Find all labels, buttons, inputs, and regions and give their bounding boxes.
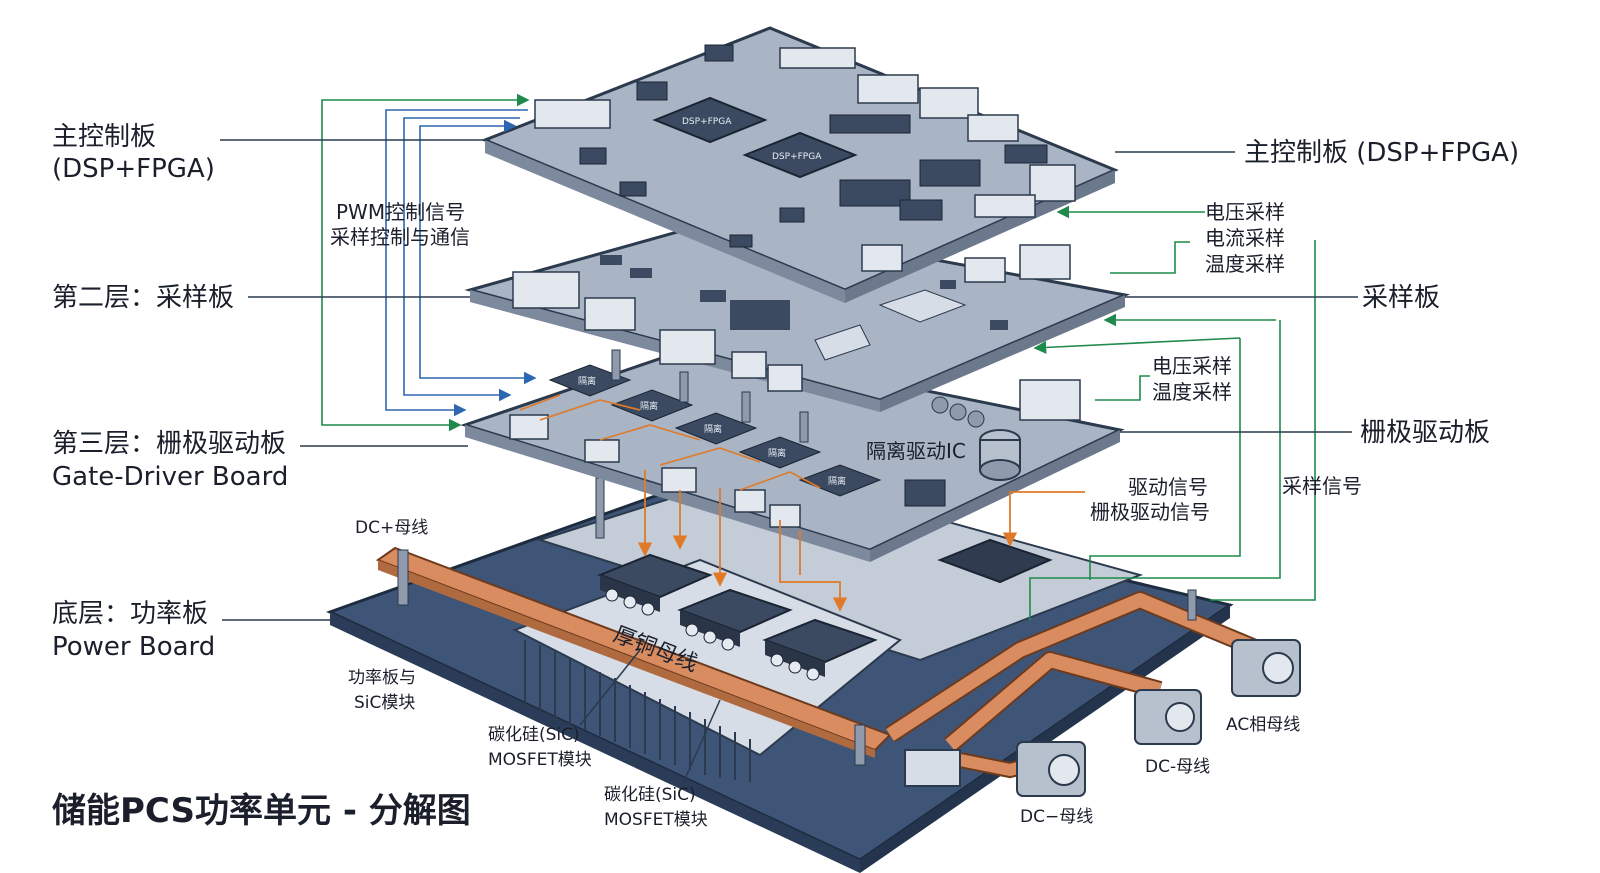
- page-title: 储能PCS功率单元 - 分解图: [52, 791, 471, 831]
- label-pwm-sub: 采样控制与通信: [330, 225, 470, 249]
- label-dc-minus-a: DC-母线: [1145, 757, 1210, 777]
- label-right-gate: 栅极驱动板: [1360, 418, 1490, 448]
- sic-module-2: [677, 588, 793, 651]
- label-drive-signal: 驱动信号: [1128, 475, 1208, 499]
- label-sampling-signal: 采样信号: [1282, 474, 1362, 498]
- label-dc-plus: DC+母线: [355, 518, 428, 538]
- label-layer3-sub: Gate-Driver Board: [52, 462, 288, 492]
- fpga-chip-1: DSP+FPGA: [652, 96, 768, 144]
- label-main-board: 主控制板: [52, 122, 156, 152]
- label-power-sic: 功率板与: [348, 668, 416, 688]
- label-sic-mosfet-a-sub: MOSFET模块: [488, 750, 592, 770]
- sampling-signal-lines: [1029, 205, 1316, 620]
- label-layer3: 第三层：栅极驱动板: [52, 429, 286, 459]
- label-power-sic-sub: SiC模块: [354, 693, 415, 713]
- ac-terminal: [1231, 639, 1301, 697]
- pwm-signal-lines: [321, 93, 537, 432]
- chip-label-driver: 隔离: [640, 400, 658, 412]
- chip-label-fpga: DSP+FPGA: [682, 117, 732, 127]
- label-layer2: 第二层：采样板: [52, 283, 234, 313]
- label-ac-bus: AC相母线: [1226, 715, 1300, 735]
- fpga-chip-2: DSP+FPGA: [742, 131, 858, 179]
- label-sic-mosfet-b: 碳化硅(SiC): [604, 785, 696, 805]
- label-voltage-sample-2: 电压采样: [1152, 354, 1232, 378]
- label-sic-mosfet-a: 碳化硅(SiC): [488, 725, 580, 745]
- main-control-board: DSP+FPGA DSP+FPGA: [481, 26, 1119, 303]
- label-main-board-sub: (DSP+FPGA): [52, 154, 215, 184]
- capacitors: [931, 396, 1021, 481]
- power-board: [326, 468, 1301, 873]
- label-temp-sample-2: 温度采样: [1152, 380, 1232, 404]
- dc-minus-terminal-1: [1134, 689, 1202, 745]
- chip-label-fpga: DSP+FPGA: [772, 152, 822, 162]
- drive-signal-lines: [637, 470, 1085, 612]
- leader-lines: [220, 139, 1358, 791]
- sic-module-1: [597, 553, 713, 616]
- chip-label-driver: 隔离: [768, 447, 786, 459]
- label-pwm: PWM控制信号: [336, 200, 465, 224]
- gate-driver-board: 隔离 隔离 隔离 隔离 隔离: [460, 343, 1125, 562]
- label-sic-mosfet-b-sub: MOSFET模块: [604, 810, 708, 830]
- label-right-main-board: 主控制板 (DSP+FPGA): [1244, 138, 1519, 168]
- chip-label-driver: 隔离: [578, 375, 596, 387]
- sic-module-3: [762, 618, 878, 681]
- label-bottom: 底层：功率板: [52, 599, 208, 629]
- sampling-board: [464, 218, 1131, 443]
- label-gate-drive-signal: 栅极驱动信号: [1090, 500, 1210, 524]
- label-bottom-sub: Power Board: [52, 632, 215, 662]
- chip-label-driver: 隔离: [704, 423, 722, 435]
- chip-label-driver: 隔离: [828, 475, 846, 487]
- dc-minus-terminal-2: [1016, 741, 1086, 797]
- label-dc-minus-b: DC−母线: [1020, 807, 1093, 827]
- driver-ic-group: 隔离 隔离 隔离 隔离 隔离: [548, 364, 882, 497]
- label-right-sampling: 采样板: [1362, 283, 1440, 313]
- label-voltage-sample: 电压采样: [1205, 200, 1285, 224]
- label-current-sample: 电流采样: [1205, 226, 1285, 250]
- label-temp-sample: 温度采样: [1205, 252, 1285, 276]
- label-isolation-ic: 隔离驱动IC: [866, 439, 966, 463]
